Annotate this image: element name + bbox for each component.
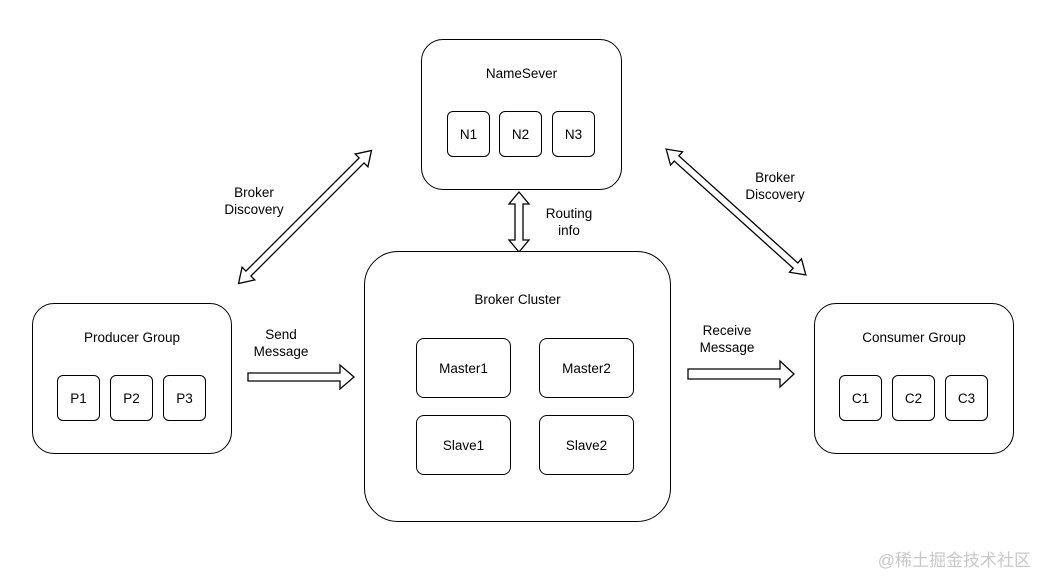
nameserver-group: NameSever N1 N2 N3	[421, 39, 622, 190]
broker-discovery-left-arrow	[237, 149, 373, 285]
broker-slave1: Slave1	[416, 415, 511, 475]
consumer-node-c3: C3	[945, 375, 988, 421]
producer-node-p2: P2	[110, 375, 153, 421]
send-message-arrow	[247, 363, 355, 391]
broker-discovery-left-label: Broker Discovery	[224, 185, 284, 217]
receive-message-arrow	[687, 359, 795, 389]
broker-cluster: Broker Cluster Master1 Master2 Slave1 Sl…	[364, 251, 671, 522]
producer-group: Producer Group P1 P2 P3	[32, 303, 232, 454]
broker-master2: Master2	[539, 338, 634, 398]
routing-info-arrow	[507, 190, 531, 254]
consumer-node-c1: C1	[839, 375, 882, 421]
consumer-group: Consumer Group C1 C2 C3	[814, 303, 1014, 454]
routing-info-label: Routing info	[545, 206, 593, 238]
nameserver-node-n1: N1	[447, 111, 490, 157]
nameserver-title: NameSever	[485, 66, 558, 81]
nameserver-node-n3: N3	[552, 111, 595, 157]
consumer-group-title: Consumer Group	[862, 330, 966, 345]
broker-master1: Master1	[416, 338, 511, 398]
producer-node-p1: P1	[57, 375, 100, 421]
nameserver-node-n2: N2	[499, 111, 542, 157]
broker-discovery-right-arrow	[665, 148, 807, 276]
broker-cluster-title: Broker Cluster	[474, 292, 561, 307]
consumer-node-c2: C2	[892, 375, 935, 421]
watermark: @稀土掘金技术社区	[877, 551, 1031, 570]
broker-discovery-right-label: Broker Discovery	[745, 170, 805, 202]
producer-node-p3: P3	[163, 375, 206, 421]
broker-slave2: Slave2	[539, 415, 634, 475]
send-message-label: Send Message	[253, 327, 309, 359]
receive-message-label: Receive Message	[699, 323, 755, 355]
producer-group-title: Producer Group	[83, 330, 181, 345]
